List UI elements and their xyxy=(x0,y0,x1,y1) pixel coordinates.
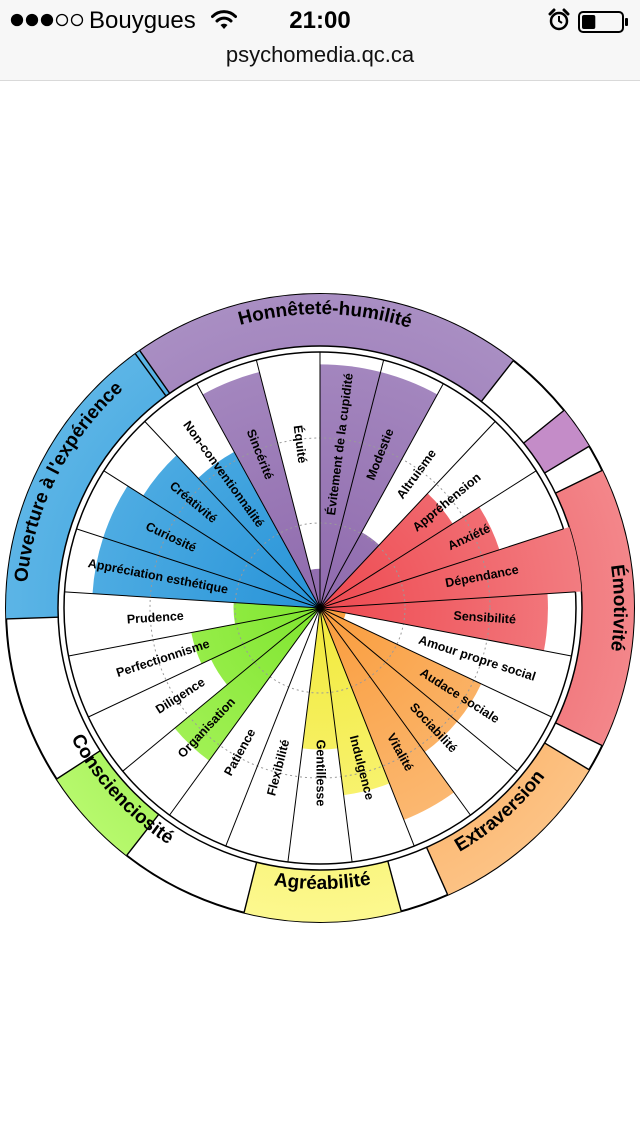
facet-bar xyxy=(174,608,320,761)
facet-spoke xyxy=(103,470,321,609)
facet-bar xyxy=(191,608,320,664)
facet-spoke xyxy=(319,421,496,609)
facet-bar xyxy=(233,602,320,625)
domain-separator xyxy=(544,742,590,771)
domain-arc xyxy=(244,861,402,922)
facet-bar xyxy=(202,372,320,608)
facet-spoke xyxy=(319,607,518,772)
signal-dot xyxy=(70,13,84,27)
facet-spoke xyxy=(169,607,321,816)
domain-separator xyxy=(387,860,402,912)
facet-spoke xyxy=(319,607,552,718)
signal-dot xyxy=(10,13,24,27)
facet-spoke xyxy=(88,607,321,718)
battery-icon xyxy=(578,11,628,33)
domain-arc xyxy=(555,470,634,746)
reference-circle xyxy=(234,522,406,694)
facet-bar xyxy=(210,608,320,685)
facet-bar xyxy=(320,608,454,820)
domain-separator xyxy=(425,847,449,896)
domain-sub-arc xyxy=(523,410,590,474)
domain-separator xyxy=(555,722,603,747)
status-bar: Bouygues 21:00 xyxy=(0,0,640,42)
facet-bar xyxy=(320,608,482,722)
signal-dots-icon xyxy=(10,13,84,27)
wifi-icon xyxy=(211,10,237,29)
domain-label: Émotivité xyxy=(606,563,630,652)
band-boundary xyxy=(57,345,583,871)
facet-spoke xyxy=(68,607,321,657)
domain-separator xyxy=(544,445,590,474)
domain-separator xyxy=(555,469,603,494)
facet-spoke xyxy=(144,421,321,609)
url-text[interactable]: psychomedia.qc.ca xyxy=(225,42,415,67)
domain-arc xyxy=(426,742,590,895)
facet-label: Équité xyxy=(291,424,311,464)
facet-spoke xyxy=(319,591,576,609)
facet-bar xyxy=(320,506,500,608)
domain-arc xyxy=(5,350,170,619)
domain-separator xyxy=(126,814,160,856)
facet-spoke xyxy=(319,607,415,847)
facet-spoke xyxy=(319,607,572,657)
facet-bar xyxy=(320,608,458,753)
facet-spoke xyxy=(319,607,471,816)
facet-spoke xyxy=(319,359,385,609)
domain-arc xyxy=(56,750,159,856)
domain-separator xyxy=(6,616,59,620)
facet-bar xyxy=(320,593,548,651)
facet-spoke xyxy=(319,607,353,863)
facet-spoke xyxy=(319,528,564,609)
facet-spoke xyxy=(196,383,321,609)
domain-separator xyxy=(134,353,167,397)
domain-separator xyxy=(480,360,514,402)
facet-label: Sensibilité xyxy=(453,609,516,627)
facet-bar xyxy=(320,608,390,796)
facet-bar xyxy=(198,451,320,608)
facet-bar xyxy=(320,527,582,608)
carrier-name: Bouygues xyxy=(89,7,196,34)
domain-separator xyxy=(139,350,171,394)
facet-bar xyxy=(320,493,453,608)
facet-spoke xyxy=(287,607,321,863)
signal-dot xyxy=(25,13,39,27)
domain-separator xyxy=(56,750,101,780)
domain-arc xyxy=(135,293,514,402)
address-bar[interactable]: psychomedia.qc.ca xyxy=(0,42,640,81)
facet-spoke xyxy=(319,383,444,609)
facet-spoke xyxy=(225,607,321,847)
hexaco-wheel-chart: Honnêteté-humilitéÉmotivitéExtraversionA… xyxy=(5,293,635,923)
facet-spoke xyxy=(64,591,321,609)
facet-bar xyxy=(320,532,380,608)
facet-bar xyxy=(320,372,438,608)
signal-dot xyxy=(40,13,54,27)
facet-bar xyxy=(92,537,320,608)
facet-spoke xyxy=(122,607,321,772)
facet-spoke xyxy=(319,470,537,609)
domain-separator xyxy=(243,862,258,913)
facet-bar xyxy=(302,608,338,750)
alarm-icon xyxy=(548,8,570,31)
facet-label: Prudence xyxy=(126,609,184,627)
facet-label: Gentillesse xyxy=(314,740,328,807)
signal-dot xyxy=(55,13,69,27)
domain-separator xyxy=(523,409,565,444)
facet-bar xyxy=(103,485,320,608)
facet-bar xyxy=(143,455,320,608)
facet-spoke xyxy=(76,528,321,609)
facet-spoke xyxy=(255,359,321,609)
